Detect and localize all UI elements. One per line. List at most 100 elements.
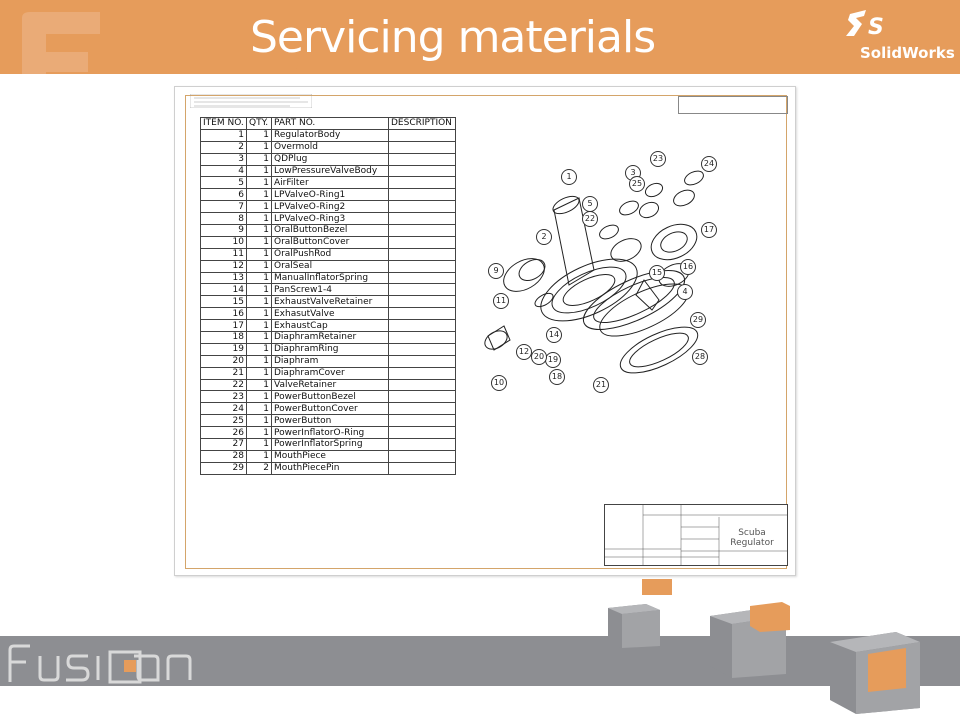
- bom-part-number: Overmold: [271, 140, 389, 154]
- bom-qty: 1: [246, 212, 272, 226]
- balloon-callout: 15: [649, 265, 665, 281]
- balloon-callout: 14: [546, 327, 562, 343]
- bom-qty: 1: [246, 200, 272, 214]
- bom-qty: 1: [246, 342, 272, 356]
- bom-description: [388, 331, 456, 344]
- balloon-callout: 18: [549, 369, 565, 385]
- bom-item-number: 12: [200, 259, 247, 273]
- balloon-callout: 23: [650, 151, 666, 167]
- balloon-callout: 5: [582, 196, 598, 212]
- bom-description: [388, 295, 456, 309]
- bom-part-number: LowPressureValveBody: [271, 164, 389, 178]
- bom-item-number: 27: [200, 438, 247, 451]
- bom-header-part: PART NO.: [271, 117, 389, 130]
- bom-item-number: 2: [200, 140, 247, 154]
- bom-qty: 1: [246, 307, 272, 321]
- bom-qty: 1: [246, 247, 272, 261]
- bom-description: [388, 224, 456, 237]
- bom-item-number: 10: [200, 235, 247, 249]
- svg-text:S: S: [868, 15, 884, 40]
- bom-qty: 1: [246, 152, 272, 166]
- bom-description: [388, 461, 456, 475]
- bom-header-description: DESCRIPTION: [388, 117, 456, 130]
- bom-description: [388, 449, 456, 463]
- bom-qty: 2: [246, 461, 272, 475]
- balloon-callout: 20: [531, 349, 547, 365]
- bom-item-number: 6: [200, 188, 247, 202]
- bom-item-number: 26: [200, 426, 247, 440]
- cube-decoration-medium-icon: [710, 602, 790, 678]
- title-block: [604, 504, 788, 566]
- bom-qty: 1: [246, 331, 272, 344]
- bom-description: [388, 200, 456, 214]
- balloon-callout: 4: [677, 284, 693, 300]
- balloon-callout: 24: [701, 156, 717, 172]
- drawing-notes: [190, 94, 312, 108]
- bom-item-number: 1: [200, 128, 247, 142]
- bom-part-number: RegulatorBody: [271, 128, 389, 142]
- drawing-title-line1: Scuba: [738, 528, 766, 538]
- balloon-callout: 22: [582, 211, 598, 227]
- bom-item-number: 11: [200, 247, 247, 261]
- bom-qty: 1: [246, 449, 272, 463]
- bom-description: [388, 152, 456, 166]
- slide-footer: [0, 636, 960, 686]
- bom-description: [388, 426, 456, 440]
- orange-block-decoration: [642, 579, 672, 595]
- bom-qty: 1: [246, 319, 272, 333]
- bom-item-number: 29: [200, 461, 247, 475]
- bom-qty: 1: [246, 414, 272, 428]
- bom-description: [388, 354, 456, 368]
- bom-qty: 1: [246, 295, 272, 309]
- bom-description: [388, 259, 456, 273]
- drawing-title: Scuba Regulator: [720, 528, 784, 548]
- bom-part-number: OralButtonBezel: [271, 224, 389, 237]
- balloon-callout: 16: [680, 259, 696, 275]
- bom-part-number: DiaphramRing: [271, 342, 389, 356]
- solidworks-logo: SolidWorks: [860, 44, 955, 62]
- bom-header-item: ITEM NO.: [200, 117, 247, 130]
- bom-qty: 1: [246, 426, 272, 440]
- bom-description: [388, 319, 456, 333]
- bom-item-number: 8: [200, 212, 247, 226]
- balloon-callout: 29: [690, 312, 706, 328]
- bom-part-number: AirFilter: [271, 176, 389, 190]
- bom-qty: 1: [246, 164, 272, 178]
- bom-item-number: 16: [200, 307, 247, 321]
- bom-part-number: PanScrew1-4: [271, 283, 389, 297]
- bom-item-number: 18: [200, 331, 247, 344]
- bom-description: [388, 342, 456, 356]
- balloon-callout: 1: [561, 169, 577, 185]
- bom-item-number: 19: [200, 342, 247, 356]
- bom-qty: 1: [246, 271, 272, 285]
- page-title: Servicing materials: [250, 12, 656, 63]
- bom-description: [388, 164, 456, 178]
- bom-item-number: 24: [200, 402, 247, 416]
- bom-part-number: LPValveO-Ring1: [271, 188, 389, 202]
- bom-qty: 1: [246, 438, 272, 451]
- bom-part-number: PowerInflatorO-Ring: [271, 426, 389, 440]
- bom-part-number: DiaphramRetainer: [271, 331, 389, 344]
- bom-item-number: 23: [200, 390, 247, 404]
- bom-part-number: PowerButtonBezel: [271, 390, 389, 404]
- bom-part-number: LPValveO-Ring3: [271, 212, 389, 226]
- bom-part-number: ManualInflatorSpring: [271, 271, 389, 285]
